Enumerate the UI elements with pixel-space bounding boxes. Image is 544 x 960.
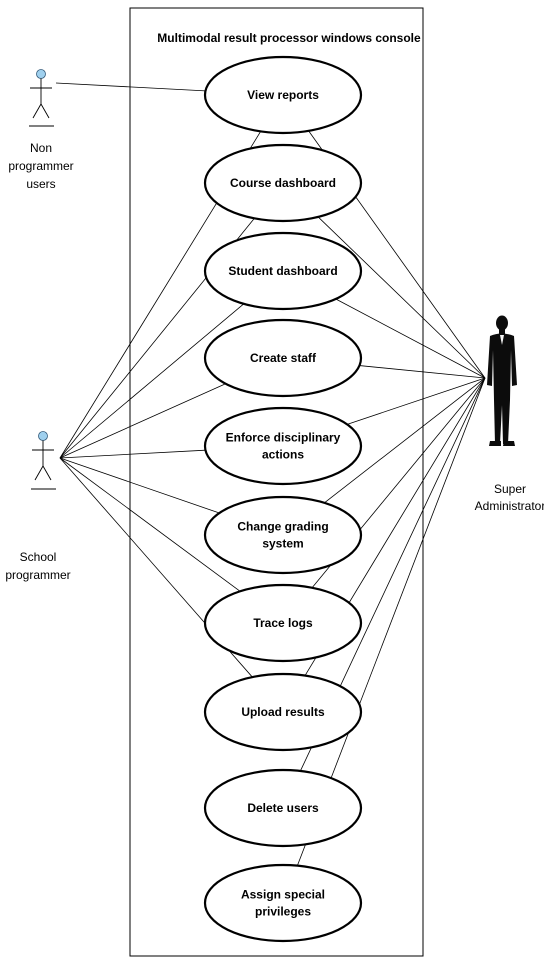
- use-case-course-dashboard[interactable]: Course dashboard: [203, 143, 363, 223]
- use-case-delete-users[interactable]: Delete users: [203, 768, 363, 848]
- use-case-label: Trace logs: [253, 616, 313, 630]
- actor-label: Non: [30, 141, 52, 155]
- association-line: [317, 216, 486, 379]
- use-case-label: Enforce disciplinary: [226, 431, 341, 445]
- use-case-label: Delete users: [247, 801, 319, 815]
- use-case-label: Upload results: [241, 705, 325, 719]
- use-case-upload-results[interactable]: Upload results: [203, 672, 363, 752]
- use-case-label: Change grading: [237, 520, 328, 534]
- businessman-silhouette-icon: [487, 315, 517, 446]
- association-line: [59, 449, 206, 459]
- use-case-ellipse: [203, 863, 363, 943]
- association-line: [59, 457, 241, 592]
- association-line: [324, 377, 486, 504]
- use-case-ellipse: [203, 495, 363, 575]
- use-case-ellipse: [203, 768, 363, 848]
- use-case-assign-special-privileges[interactable]: Assign special privileges: [203, 863, 363, 943]
- actor-label: Super: [494, 482, 526, 496]
- use-case-student-dashboard[interactable]: Student dashboard: [203, 231, 363, 311]
- association-line: [59, 383, 226, 459]
- system-title: Multimodal result processor windows cons…: [157, 31, 421, 45]
- use-case-create-staff[interactable]: Create staff: [203, 318, 363, 398]
- association-line: [59, 457, 220, 514]
- actor-label: users: [26, 177, 55, 191]
- association-line: [55, 82, 206, 92]
- use-case-change-grading-system[interactable]: Change grading system: [203, 495, 363, 575]
- use-case-label: Course dashboard: [230, 176, 336, 190]
- use-case-ellipse: [203, 406, 363, 486]
- actor-label: programmer: [8, 159, 73, 173]
- association-line: [59, 303, 245, 459]
- use-case-enforce-disciplinary-actions[interactable]: Enforce disciplinary actions: [203, 406, 363, 486]
- actor-label: School: [20, 550, 57, 564]
- use-case-label: Create staff: [250, 351, 317, 365]
- association-line: [335, 298, 486, 379]
- use-case-label: privileges: [255, 905, 311, 919]
- use-case-label: system: [262, 537, 303, 551]
- use-case-view-reports[interactable]: View reports: [203, 55, 363, 135]
- use-case-ellipse: [203, 583, 363, 663]
- use-case-ellipse: [203, 55, 363, 135]
- actor-super-administrator[interactable]: Super Administrator: [475, 315, 544, 514]
- association-line: [359, 365, 486, 379]
- actor-school-programmer[interactable]: School programmer: [5, 431, 71, 583]
- use-case-label: Assign special: [241, 888, 325, 902]
- use-case-label: Student dashboard: [228, 264, 337, 278]
- stick-figure-icon: [29, 69, 54, 127]
- actor-label: Administrator: [475, 499, 544, 513]
- stick-figure-icon: [31, 431, 56, 490]
- actor-non-programmer[interactable]: Non programmer users: [8, 69, 74, 192]
- use-case-trace-logs[interactable]: Trace logs: [203, 583, 363, 663]
- actor-label: programmer: [5, 568, 70, 582]
- association-line: [347, 377, 486, 425]
- use-case-label: actions: [262, 448, 304, 462]
- use-case-label: View reports: [247, 88, 319, 102]
- use-case-ellipse: [203, 231, 363, 311]
- use-case-ellipse: [203, 672, 363, 752]
- use-case-ellipse: [203, 318, 363, 398]
- use-case-ellipse: [203, 143, 363, 223]
